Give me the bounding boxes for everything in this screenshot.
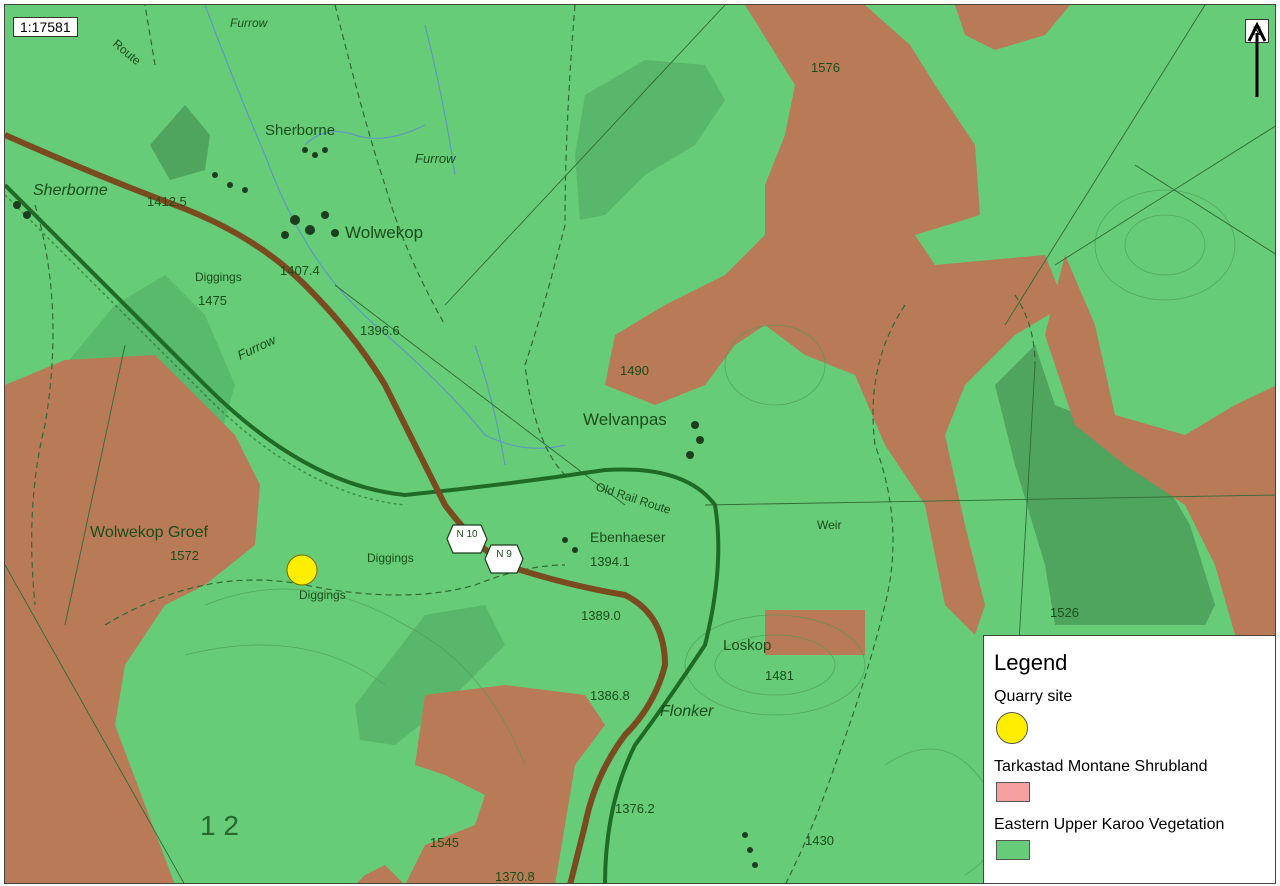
grid-number: 1 2 (200, 810, 239, 841)
scale-label: 1:17581 (13, 17, 78, 37)
north-arrow-icon (1247, 21, 1267, 97)
place-label-wolwekop: Wolwekop (345, 223, 423, 242)
place-label-sherborne-station: Sherborne (33, 182, 108, 199)
spot-height: 1545 (430, 835, 459, 850)
dense-vegetation-patch (150, 105, 210, 180)
place-label-ebenhaeser: Ebenhaeser (590, 529, 666, 545)
legend-label-quarry-site: Quarry site (994, 688, 1073, 705)
spot-height: 1376.2 (615, 801, 655, 816)
contour-lines (184, 189, 1236, 876)
spot-height: 1572 (170, 548, 199, 563)
dense-vegetation-patch (995, 345, 1215, 625)
spot-height: 1526 (1050, 605, 1079, 620)
shrubland-area (1045, 255, 1275, 635)
dense-vegetation-patch (355, 605, 505, 745)
railway-ticks (5, 194, 406, 506)
shrubland-area (357, 865, 403, 883)
label-furrow: Furrow (230, 16, 269, 30)
place-label-sherborne: Sherborne (265, 122, 335, 139)
shrubland-area (765, 610, 865, 655)
spot-height: 1490 (620, 363, 649, 378)
label-diggings: Diggings (195, 270, 242, 284)
shrubland-area (406, 685, 605, 883)
legend-title: Legend (994, 650, 1068, 675)
place-label-wolwekop-groef: Wolwekop Groef (90, 524, 209, 541)
boundary-lines (5, 5, 1275, 883)
legend-label-tarkastad: Tarkastad Montane Shrubland (994, 758, 1208, 775)
map-canvas: N 10 N 9 Sherborne Sherborne Wolwekop Wo… (5, 5, 1275, 884)
shrubland-area (5, 355, 260, 883)
railway-line (5, 183, 721, 883)
label-diggings: Diggings (299, 588, 346, 602)
north-arrow: N (1245, 19, 1269, 129)
label-diggings: Diggings (367, 551, 414, 565)
spot-height: 1407.4 (280, 263, 320, 278)
legend-swatch-eastern-karoo (996, 840, 1030, 860)
map-legend: Legend Quarry site Tarkastad Montane Shr… (983, 635, 1275, 883)
spot-height: 1386.8 (590, 688, 630, 703)
route-marker-n9-label: N 9 (496, 549, 512, 560)
spot-height: 1576 (811, 60, 840, 75)
place-label-loskop: Loskop (723, 637, 771, 654)
place-label-welvanpas: Welvanpas (583, 410, 667, 429)
dense-vegetation-patch (575, 60, 725, 220)
legend-swatch-quarry-site (996, 712, 1028, 744)
spot-height: 1394.1 (590, 554, 630, 569)
route-marker-n9 (484, 544, 524, 574)
map-view[interactable]: N 10 N 9 Sherborne Sherborne Wolwekop Wo… (4, 4, 1276, 884)
spot-height: 1370.8 (495, 869, 535, 884)
spot-height: 1396.6 (360, 323, 400, 338)
place-label-flonker: Flonker (660, 703, 714, 720)
spot-height: 1481 (765, 668, 794, 683)
quarry-site-marker[interactable] (286, 554, 318, 586)
legend-label-eastern-karoo: Eastern Upper Karoo Vegetation (994, 816, 1225, 833)
label-weir: Weir (817, 518, 841, 532)
spot-height: 1430 (805, 833, 834, 848)
shrubland-area (605, 5, 1065, 635)
label-furrow: Furrow (415, 151, 457, 166)
spot-heights: 1412.5 1407.4 1475 1396.6 1490 1576 1572… (147, 60, 1079, 884)
shrubland-area (955, 5, 1070, 50)
route-marker-n10 (446, 524, 488, 554)
spot-height: 1389.0 (581, 608, 621, 623)
legend-swatch-tarkastad (996, 782, 1030, 802)
settlement-dots (13, 147, 758, 868)
spot-height: 1475 (198, 293, 227, 308)
route-marker-n10-label: N 10 (456, 529, 478, 540)
spot-height: 1412.5 (147, 194, 187, 209)
